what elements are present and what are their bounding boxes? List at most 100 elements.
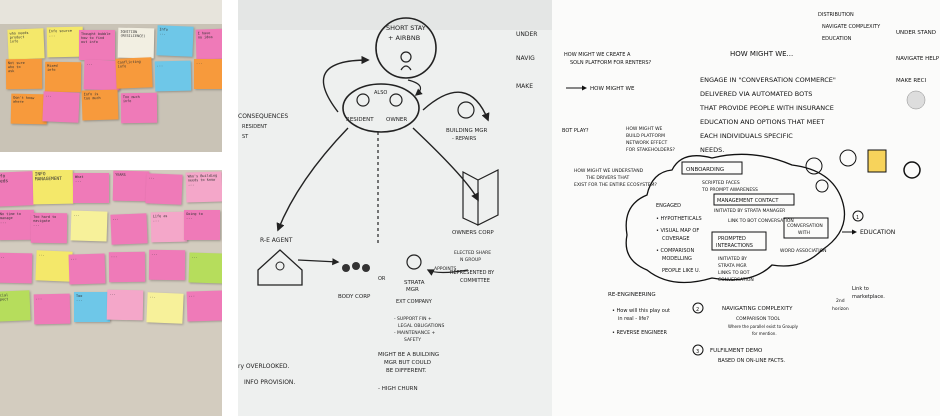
- comparison-tool-text: COMPARISON TOOL: [736, 316, 781, 322]
- sticky-note-text: ...: [86, 61, 93, 66]
- link-to-1: Link to: [852, 286, 869, 292]
- sticky-note-text: ...: [38, 252, 45, 257]
- sticky-note: Info...: [156, 25, 194, 57]
- sticky-note-text: ...: [48, 33, 56, 38]
- sticky-note-text: Thought bubble: [81, 32, 111, 36]
- hmw-create-text: HOW MIGHT WE CREATE A: [564, 52, 631, 58]
- airbnb-label: + AIRBNB: [388, 34, 420, 42]
- sticky-note-text: ...: [35, 296, 43, 301]
- sticky-note: ...: [68, 253, 106, 285]
- init2-a: INITIATED BY: [718, 256, 747, 262]
- sticky-note-text: ask: [7, 69, 15, 74]
- sticky-note: ...: [106, 289, 144, 321]
- sticky-note: ...: [108, 251, 146, 283]
- understand-text: UNDER STAND: [896, 30, 936, 36]
- sticky-note-text: ...: [152, 218, 160, 223]
- engage-line-6: NEEDS.: [700, 146, 724, 154]
- sticky-note-text: Needs: [0, 179, 9, 185]
- hmw-understand-2: THE DRIVERS THAT: [585, 175, 630, 181]
- robot-icon: [867, 149, 887, 173]
- resident-label: RESIDENT: [346, 117, 374, 123]
- visual-map-1: • VISUAL MAP OF: [656, 228, 699, 234]
- sticky-note-text: ...: [188, 293, 196, 298]
- sticky-note-text: ...: [187, 182, 195, 187]
- make-label: MAKE: [516, 83, 533, 90]
- sticky-note: ...: [35, 250, 73, 282]
- sticky-note-text: YEARS: [115, 172, 126, 177]
- where-fit-text: Where the parallel exist to Grouply: [728, 324, 799, 329]
- might-line-2: MGR BUT COULD: [384, 360, 431, 366]
- sticky-note: ...: [0, 252, 33, 284]
- init2-d: CONVERSATION: [718, 277, 754, 283]
- services-label: - REPAIRS: [452, 136, 476, 142]
- navigate-help-text: NAVIGATE HELP: [896, 56, 940, 62]
- sticky-note: ...: [70, 210, 108, 242]
- hmw-build-2: BUILD PLATFORM: [626, 133, 665, 139]
- education-text: EDUCATION: [860, 229, 895, 236]
- education-top-text: EDUCATION: [822, 36, 852, 42]
- sticky-note-text: ...: [186, 216, 193, 220]
- sticky-note: ...: [33, 293, 71, 325]
- engage-line-5: EACH INDIVIDUALS SPECIFIC: [700, 132, 793, 140]
- init-strata-text: INITIATED BY STRATA MANAGER: [714, 208, 785, 214]
- sticky-note: IGNITION(RESILIENCE): [117, 27, 155, 59]
- sticky-note: ...: [188, 252, 222, 284]
- onboarding-text: ONBOARDING: [686, 167, 724, 173]
- navigate-complexity-text: NAVIGATE COMPLEXITY: [822, 24, 881, 30]
- sticky-note-text: ...: [73, 212, 80, 217]
- init2-c: LINKS TO BOT: [718, 270, 750, 276]
- sticky-note-text: ...: [76, 298, 83, 302]
- hmw-build-4: FOR STAKEHOLDERS?: [626, 147, 676, 153]
- fulfilment-demo-text: FULFILMENT DEMO: [710, 348, 763, 354]
- mgr-label: MGR: [406, 287, 419, 293]
- appoints-label: APPOINTS: [434, 266, 456, 272]
- conversation-2: WITH: [798, 230, 810, 236]
- people-like-u-text: PEOPLE LIKE U.: [662, 268, 701, 274]
- engage-line-1: ENGAGE IN "CONVERSATION COMMERCE": [700, 76, 836, 84]
- sticky-note-text: ...: [110, 254, 118, 259]
- link-to-2: marketplace.: [852, 294, 885, 300]
- sticky-note-text: ...: [156, 63, 164, 68]
- support-line-3: - MAINTENANCE +: [394, 330, 436, 336]
- re-engineering-text: RE-ENGINEERING: [608, 292, 656, 298]
- word-association-text: WORD ASSOCIATION: [780, 248, 827, 254]
- second-horizon-1: 2nd: [836, 298, 845, 304]
- sticky-note: Going to...: [184, 210, 220, 240]
- sticky-note-text: how to find: [81, 36, 105, 40]
- sticky-note-text: Aspect: [0, 297, 9, 302]
- mgmt-contact-text: MANAGEMENT CONTACT: [717, 198, 779, 204]
- navigating-text: NAVIGATING COMPLEXITY: [722, 306, 793, 312]
- info-provision-label: INFO PROVISION.: [244, 379, 295, 386]
- wall-strip: [0, 0, 222, 24]
- chat-bubble-icon: [839, 149, 857, 167]
- sticky-note: ...: [148, 249, 186, 281]
- strata-label: STRATA: [404, 280, 425, 286]
- sticky-note: ...: [145, 173, 183, 205]
- sticky-note-text: no idea: [197, 35, 213, 40]
- sticky-note: Life as...: [150, 211, 188, 243]
- whiteboard-ecosystem-photo: SHORT STAY + AIRBNB RESIDENT OWNER ALSO …: [238, 0, 552, 416]
- engaged-text: ENGAGED: [656, 203, 681, 209]
- idea-cloud-outline: [625, 153, 846, 284]
- hmw-understand-1: HOW MIGHT WE UNDERSTAND: [574, 168, 644, 174]
- comparison-2: MODELLING: [662, 256, 692, 262]
- sticky-note: ...: [42, 91, 80, 123]
- group-label: N GROUP: [460, 257, 481, 263]
- reverse-engineer-text: • REVERSE ENGINEER: [612, 330, 667, 336]
- mgmt-contact-box: [713, 193, 795, 206]
- sticky-note-text: ...: [112, 216, 119, 221]
- short-stay-label: SHORT STAY: [386, 24, 426, 32]
- support-line-2: LEGAL OBLIGATIONS: [398, 323, 445, 329]
- how-play-2: in real - life?: [618, 316, 649, 322]
- bot-play-text: BOT PLAY?: [562, 128, 589, 134]
- sticky-note-text: ...: [0, 254, 5, 259]
- sticky-note-text: ...: [196, 61, 203, 65]
- sticky-note-text: info: [9, 39, 19, 44]
